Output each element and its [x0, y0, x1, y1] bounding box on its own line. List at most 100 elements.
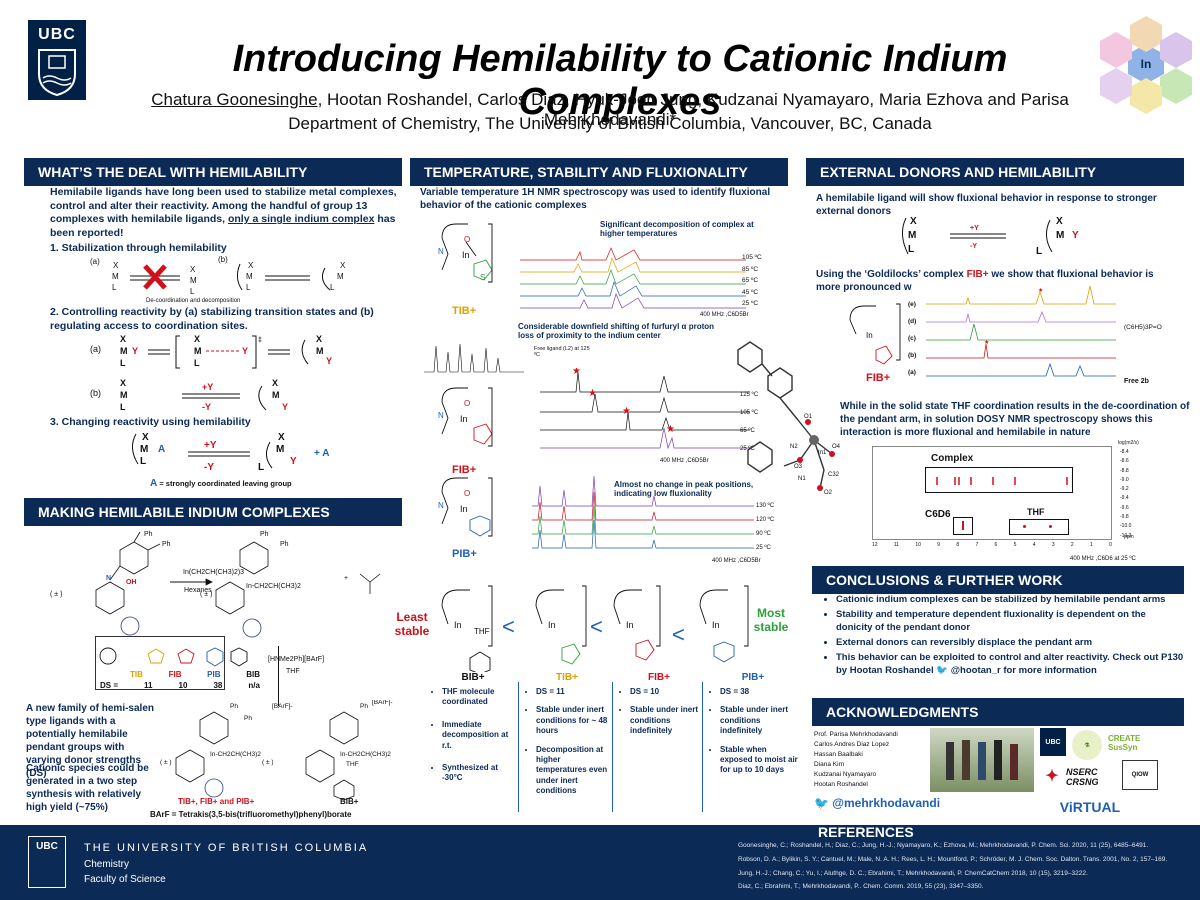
synthesis-products: Ph Ph [BArF]- In-CH2CH(CH3)2 ( ± ) ( ± )… — [160, 700, 393, 800]
pib-label: PIB+ — [452, 548, 477, 560]
tib-temp-4: 45 ºC — [742, 288, 759, 296]
donor-legend-box — [95, 636, 225, 690]
fib-nmr-spectra: ★★★★ — [540, 368, 750, 450]
svg-text:★: ★ — [588, 388, 597, 399]
ack-twitter[interactable]: 🐦 @mehrkhodavandi — [814, 796, 940, 810]
temperature-heading: TEMPERATURE, STABILITY AND FLUXIONALITY — [410, 158, 788, 186]
ack-name-6: Hootan Roshandel — [814, 781, 868, 788]
pib-point-1: DS = 38 — [720, 687, 800, 697]
svg-text:In: In — [460, 504, 468, 514]
product-ph-3: Ph — [360, 703, 368, 710]
donor-pib: PIB — [207, 670, 221, 679]
tib-temp-5: 25 ºC — [742, 300, 759, 308]
ph-label-2: Ph — [162, 541, 171, 548]
atom-m-3: M — [246, 272, 253, 281]
goldilocks-text-2: we show that fluxional behavior is more … — [816, 269, 1154, 293]
dosy-x-12: 12 — [872, 542, 878, 548]
scheme2-label-b: (b) — [90, 388, 101, 398]
ds-tib: 11 — [144, 681, 153, 690]
pib-solvent: 400 MHz ,C6D5Br — [712, 558, 761, 564]
dosy-x-3: 3 — [1051, 542, 1055, 548]
dosy-y-ticks: -8.4 -8.6 -8.8 -9.0 -9.2 -9.4 -9.6 -9.8 … — [1120, 448, 1131, 541]
spectrum-a: (a) — [908, 369, 916, 376]
svg-text:In: In — [462, 250, 470, 260]
dosy-x-2: 2 — [1070, 542, 1074, 548]
tib-point-2: Stable under inert conditions for ~ 48 h… — [536, 705, 612, 736]
dosy-plot: Complex C6D6 THF — [872, 446, 1112, 540]
stability-col-tib: TIB+ DS = 11 Stable under inert conditio… — [522, 672, 612, 800]
pib-temp-1: 130 ºC — [756, 503, 775, 509]
svg-text:In: In — [866, 331, 873, 340]
conclusion-suffix: for more information — [1003, 664, 1097, 676]
dosy-x-8: 8 — [956, 542, 960, 548]
svg-text:O: O — [464, 399, 470, 408]
s3-x2: X — [278, 432, 285, 443]
stability-col-fib: FIB+ DS = 10 Stable under inert conditio… — [616, 672, 702, 740]
atom-o2: O2 — [824, 490, 833, 496]
co-authors: , Hootan Roshandel, Carlos Diaz, Hyuk-Jo… — [317, 90, 1069, 129]
rac-label-1: ( ± ) — [50, 591, 62, 598]
goldilocks-text: Using the ‘Goldilocks’ complex FIB+ we s… — [816, 268, 1176, 294]
svg-text:N: N — [438, 501, 444, 510]
ubc-logo: UBC — [28, 20, 86, 100]
external-intro: A hemilabile ligand will show fluxional … — [816, 193, 1157, 217]
point-3: 3. Changing reactivity using hemilabilit… — [50, 416, 251, 428]
spectrum-c: (c) — [908, 335, 916, 342]
hemilability-intro: Hemilabile ligands have long been used t… — [50, 186, 400, 241]
fib-point-1: DS = 10 — [630, 687, 702, 697]
ext-x1: X — [910, 216, 917, 227]
tib-note: Significant decomposition of complex at … — [600, 220, 754, 238]
fib-label: FIB+ — [452, 464, 477, 476]
presenting-author: Chatura Goonesinghe — [151, 90, 318, 109]
conclusion-4-text: This behavior can be exploited to contro… — [836, 652, 1184, 676]
s2-x4: X — [120, 378, 126, 388]
footer-ubc-logo: UBC — [28, 836, 66, 888]
making-heading: MAKING HEMILABILE INDIUM COMPLEXES — [24, 498, 402, 526]
spectra-labels: (e) (d) (c) (b) (a) — [908, 296, 916, 381]
atom-c32: C32 — [828, 472, 840, 478]
svg-text:N: N — [106, 575, 111, 582]
donor-titration-spectra: ★★ — [926, 285, 1116, 377]
svg-text:★: ★ — [622, 406, 631, 417]
xray-structure: O1 O4 N2 In1 O3 C32 N1 O2 — [737, 341, 841, 496]
bib-product-label: BIB+ — [340, 797, 359, 806]
dosy-x-5: 5 — [1013, 542, 1017, 548]
ack-twitter-handle[interactable]: @mehrkhodavandi — [832, 796, 941, 810]
ext-m1: M — [908, 230, 916, 241]
product-barf-2: [BArF]- — [372, 700, 393, 706]
ph-label-1: Ph — [144, 531, 153, 538]
making-paragraph-2: Cationic species could be generated in a… — [26, 763, 149, 813]
photo-person-1 — [946, 742, 954, 780]
ds-bib: n/a — [248, 681, 260, 690]
ext-plus-y: +Y — [970, 225, 979, 232]
svg-text:S: S — [480, 273, 485, 282]
conclusion-twitter[interactable]: @hootan_r — [950, 664, 1001, 676]
department: Department of Chemistry, The University … — [288, 114, 932, 133]
dosy-axis-label: 400 MHz ,C6D6 at 25 ºC — [1070, 556, 1136, 562]
s3-y2: Y — [290, 456, 297, 467]
tib-temp-3: 65 ºC — [742, 277, 759, 285]
dosy-y-8: -9.8 — [1120, 514, 1129, 521]
dosy-y-4: -9.0 — [1120, 476, 1129, 483]
dosy-x-9: 9 — [937, 542, 941, 548]
s2-y5: Y — [282, 402, 288, 412]
atom-x-2: X — [190, 265, 196, 274]
ubc-small-logo: UBC — [1040, 728, 1066, 756]
fib-note: Considerable downfield shifting of furfu… — [518, 322, 715, 340]
pib-temp-4: 25 ºC — [756, 545, 771, 551]
dosy-c6d6-peak — [962, 521, 964, 530]
dosy-x-ticks: 12 11 10 9 8 7 6 5 4 3 2 1 0 — [872, 542, 1112, 548]
ubc-crest-icon — [38, 49, 76, 96]
product-ph-1: Ph — [230, 703, 238, 710]
tib-col-label: TIB+ — [556, 672, 578, 683]
conclusion-3: External donors can reversibly displace … — [836, 637, 1184, 649]
svg-text:O: O — [464, 489, 470, 498]
bib-col-label: BIB+ — [461, 672, 485, 683]
s2-x3: X — [316, 334, 322, 344]
ext-y2: Y — [1072, 230, 1079, 241]
ph-label-4: Ph — [280, 541, 289, 548]
s2-x1: X — [120, 334, 126, 344]
label-b: (b) — [218, 255, 228, 264]
conclusions-list: Cationic indium complexes can be stabili… — [822, 594, 1184, 680]
donor-table-values: DS = 11 10 38 n/a — [100, 681, 260, 690]
